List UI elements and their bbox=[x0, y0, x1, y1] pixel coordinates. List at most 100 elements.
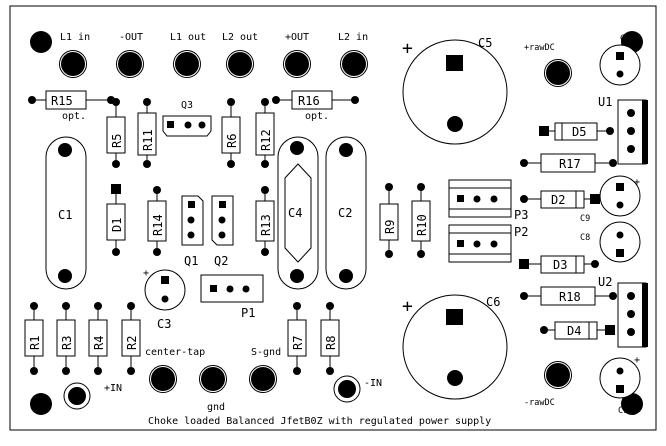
resistor-r18 bbox=[520, 286, 617, 306]
label-r9: R9 bbox=[383, 220, 397, 234]
resistor-r7 bbox=[287, 302, 307, 375]
resistor-r5 bbox=[106, 98, 126, 168]
diode-d3 bbox=[519, 255, 599, 274]
label-r2: R2 bbox=[125, 336, 139, 350]
resistor-r1 bbox=[24, 302, 44, 375]
label-l1-out: L1 out bbox=[170, 32, 206, 43]
label-r10: R10 bbox=[415, 214, 429, 236]
label-r7: R7 bbox=[291, 336, 305, 350]
capacitor-c7 bbox=[599, 44, 641, 86]
label-c9: C9 bbox=[580, 214, 590, 224]
resistor-r9 bbox=[379, 183, 399, 258]
label-d1: D1 bbox=[110, 218, 124, 232]
label-r14: R14 bbox=[151, 214, 165, 236]
label-c2: C2 bbox=[338, 206, 352, 220]
resistor-r11 bbox=[137, 98, 157, 168]
label-r8: R8 bbox=[324, 336, 338, 350]
capacitor-c5 bbox=[402, 39, 508, 145]
resistor-r8 bbox=[320, 302, 340, 375]
mounting-hole-br bbox=[621, 393, 643, 415]
label-u1: U1 bbox=[598, 95, 612, 109]
raw-dc-neg-pad bbox=[546, 363, 570, 387]
label-plus-c6: + bbox=[402, 296, 413, 317]
transistor-q1 bbox=[181, 195, 204, 246]
label-s-gnd: S-gnd bbox=[251, 347, 281, 358]
label-raw-dc-pos: +rawDC bbox=[524, 43, 555, 53]
label-r3: R3 bbox=[60, 336, 74, 350]
label-c7: C7 bbox=[620, 34, 630, 44]
label-p3: P3 bbox=[514, 208, 528, 222]
label-plus-c3: + bbox=[143, 268, 149, 279]
top-connectors bbox=[59, 50, 368, 78]
resistor-r4 bbox=[88, 302, 108, 375]
capacitor-c1 bbox=[45, 136, 87, 290]
label-r1: R1 bbox=[28, 336, 42, 350]
label-d2: D2 bbox=[551, 193, 565, 207]
capacitor-c10 bbox=[599, 357, 641, 399]
resistor-r3 bbox=[56, 302, 76, 375]
capacitor-c4 bbox=[277, 136, 319, 290]
label-q2: Q2 bbox=[214, 254, 228, 268]
board-title: Choke loaded Balanced JfetB0Z with regul… bbox=[148, 416, 491, 427]
transistor-q2 bbox=[211, 195, 234, 246]
label-r4: R4 bbox=[92, 336, 106, 350]
label-p1: P1 bbox=[241, 306, 255, 320]
resistor-r2 bbox=[121, 302, 141, 375]
label-l2-in: L2 in bbox=[338, 32, 368, 43]
resistor-r14 bbox=[147, 186, 167, 256]
label-c8: C8 bbox=[580, 233, 590, 243]
label-neg-in: -IN bbox=[364, 378, 382, 389]
transistor-q3 bbox=[162, 115, 212, 137]
label-center-tap: center-tap bbox=[145, 347, 205, 358]
label-plus-c10: + bbox=[634, 355, 640, 366]
label-c1: C1 bbox=[58, 208, 72, 222]
label-r11: R11 bbox=[141, 129, 155, 151]
capacitor-c8 bbox=[599, 221, 641, 263]
label-r13: R13 bbox=[259, 214, 273, 236]
label-q3: Q3 bbox=[181, 100, 193, 111]
resistor-r10 bbox=[411, 183, 431, 258]
label-pos-in: +IN bbox=[104, 383, 122, 394]
diode-d4 bbox=[540, 321, 615, 340]
raw-dc-pos-pad bbox=[546, 61, 570, 85]
mounting-hole-tl bbox=[30, 31, 52, 53]
resistor-r12 bbox=[255, 98, 275, 168]
resistor-r17 bbox=[520, 153, 617, 173]
resistor-r15 bbox=[28, 90, 115, 110]
label-l2-out: L2 out bbox=[222, 32, 258, 43]
label-c10: C10 bbox=[618, 406, 633, 416]
trimmer-p3 bbox=[448, 179, 512, 218]
label-plus-c9: + bbox=[634, 177, 640, 188]
label-r17: R17 bbox=[559, 157, 581, 171]
bottom-connectors bbox=[63, 365, 361, 410]
label-c4: C4 bbox=[288, 206, 302, 220]
label-c3: C3 bbox=[157, 317, 171, 331]
label-opt-2: opt. bbox=[305, 111, 329, 122]
label-r12: R12 bbox=[259, 129, 273, 151]
label-u2: U2 bbox=[598, 275, 612, 289]
diode-d2 bbox=[520, 190, 600, 209]
label-r16: R16 bbox=[298, 94, 320, 108]
label-plus-c5: + bbox=[402, 38, 413, 59]
label-l1-in: L1 in bbox=[60, 32, 90, 43]
diode-d1 bbox=[106, 184, 126, 256]
capacitor-c2 bbox=[325, 136, 367, 290]
label-d4: D4 bbox=[567, 324, 581, 338]
trimmer-p2 bbox=[448, 224, 512, 263]
diode-d5 bbox=[539, 122, 614, 141]
label-r15: R15 bbox=[51, 94, 73, 108]
label-r18: R18 bbox=[559, 290, 581, 304]
label-neg-out: -OUT bbox=[119, 32, 143, 43]
label-q1: Q1 bbox=[184, 254, 198, 268]
mounting-hole-bl bbox=[30, 393, 52, 415]
label-r5: R5 bbox=[110, 134, 124, 148]
capacitor-c6 bbox=[402, 294, 508, 400]
capacitor-c3 bbox=[144, 269, 186, 311]
label-gnd: gnd bbox=[207, 402, 225, 413]
label-c6: C6 bbox=[486, 295, 500, 309]
resistor-r6 bbox=[221, 98, 241, 168]
regulator-u2 bbox=[617, 282, 648, 348]
regulator-u1 bbox=[617, 99, 648, 165]
trimmer-p1 bbox=[200, 274, 264, 303]
